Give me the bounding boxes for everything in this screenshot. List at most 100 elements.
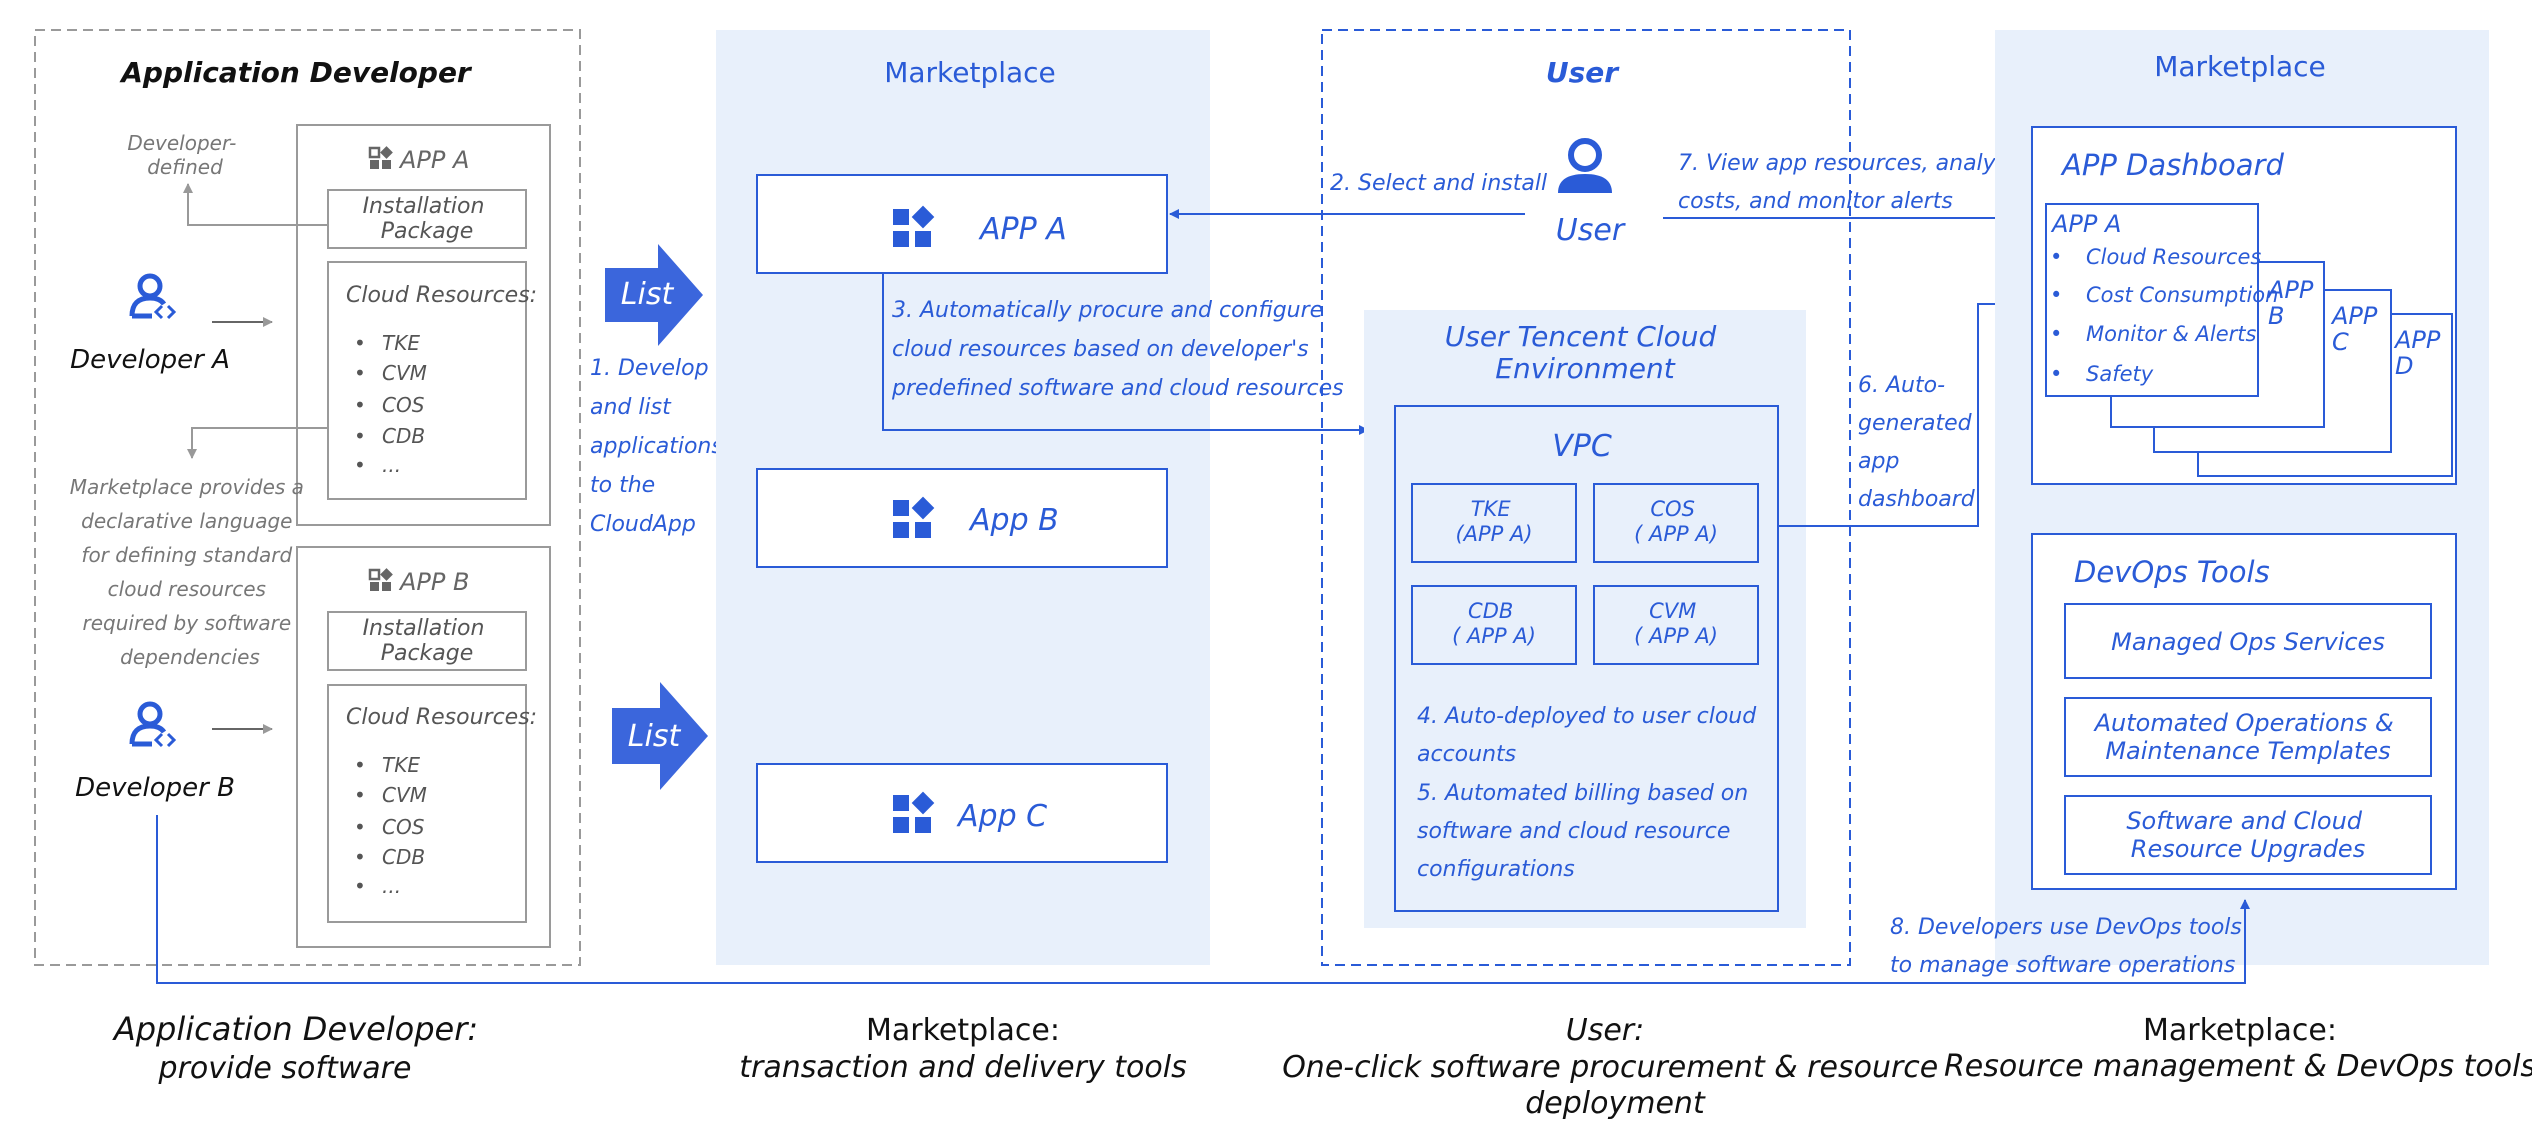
resource-bullet: • [354,845,366,869]
marketplace-title: Marketplace [884,56,1056,89]
vpc-box-cdb-label: CDB ( APP A) [1452,599,1536,648]
devops-automated-templates-label: Automated Operations & Maintenance Templ… [2093,709,2402,765]
bottom-captions: Application Developer: provide software … [112,1010,2532,1121]
step-8-connector [156,815,2250,984]
vpc-box-cvm-label: CVM ( APP A) [1634,599,1718,648]
user-icon [1558,138,1612,193]
package-a-resource-list: •TKE •CVM •COS •CDB •... [354,331,427,477]
package-b-cloud-box [327,684,527,923]
app-b-package-icon [368,566,395,593]
dashboard-item: Safety [2086,362,2154,386]
resource-note-connector [187,427,328,459]
step-8-note: 8. Developers use DevOps tools to manage… [1890,915,2249,978]
developer-column-title: Application Developer [119,56,473,89]
package-a-install-label: Installation Package [363,194,492,244]
app-a-dashboard-items: •Cloud Resources •Cost Consumption •Moni… [2050,245,2278,386]
app-a-dashboard-card-title: APP A [2050,210,2121,238]
dashboard-bullet: • [2050,245,2062,269]
package-b-title: APP B [398,568,469,596]
package-b-install-box [327,611,527,671]
resource-bullet: • [354,331,366,355]
resource-item: CDB [382,424,425,448]
app-a-label: APP A [978,212,1067,247]
devops-automated-templates[interactable] [2064,697,2432,777]
caption-marketplace-title: Marketplace: [866,1013,1060,1048]
app-a-card[interactable] [756,174,1168,274]
resource-bullet: • [354,453,366,477]
caption-right-title: Marketplace: [2143,1013,2337,1048]
package-b-install-label: Installation Package [363,616,492,666]
stack-card-c-label: APP C [2330,302,2385,356]
package-a-cloud-box [327,261,527,500]
vpc-frame [1394,405,1779,912]
resource-bullet: • [354,393,366,417]
devops-managed-ops-label: Managed Ops Services [2111,628,2385,656]
developer-a-label: Developer A [70,345,230,375]
stack-card-d-label: APP D [2393,326,2448,380]
step-4-note: 4. Auto-deployed to user cloud accounts [1417,704,1763,767]
app-a-dashboard-card [2045,203,2259,397]
resource-item: COS [382,815,425,839]
resource-bullet: • [354,874,366,898]
user-column-title: User [1546,56,1620,89]
list-arrow-1-label: List [621,277,675,312]
dashboard-item: Cost Consumption [2086,283,2278,307]
resource-bullet: • [354,753,366,777]
list-arrow-2 [612,682,708,790]
app-b-card[interactable] [756,468,1168,568]
user-cloud-env-panel [1364,310,1806,928]
developer-defined-label: Developer- defined [127,131,242,179]
dashboard-item: Monitor & Alerts [2086,322,2257,346]
marketplace-note: Marketplace provides a declarative langu… [70,475,311,669]
caption-user-sub: One-click software procurement & resourc… [1282,1050,1948,1121]
package-b-cloud-title: Cloud Resources: [346,705,537,730]
vpc-box-tke-label: TKE (APP A) [1455,497,1532,546]
caption-right-sub: Resource management & DevOps tools [1944,1049,2532,1084]
dashboard-bullet: • [2050,322,2062,346]
step-5-note: 5. Automated billing based on software a… [1417,781,1755,882]
step-3-connector [882,273,1369,435]
package-b-resource-list: •TKE •CVM •COS •CDB •... [354,753,427,898]
right-marketplace-title: Marketplace [2154,50,2326,83]
app-c-label: App C [956,799,1047,834]
vpc-box-cos-label: COS ( APP A) [1634,497,1718,546]
devops-upgrades[interactable] [2064,795,2432,875]
resource-item: ... [382,453,401,477]
right-marketplace-column: Marketplace APP Dashboard APP B APP C AP… [1995,30,2489,965]
package-a-frame [296,124,551,526]
dashboard-bullet: • [2050,362,2062,386]
step-1-note: 1. Develop and list applications to the … [590,356,730,537]
user-column-frame [1321,29,1851,966]
vpc-box-cos [1593,483,1759,563]
resource-item: CVM [382,361,427,385]
package-a-title: APP A [398,146,469,174]
package-b-frame [296,546,551,948]
user-label: User [1556,213,1626,248]
app-a-package-icon [368,144,395,171]
resource-item: TKE [382,753,420,777]
app-c-card[interactable] [756,763,1168,863]
marketplace-column: Marketplace APP A App B App C 3. Automat… [716,30,1369,965]
step-7-note: 7. View app resources, analyze costs, an… [1678,151,2028,214]
resource-bullet: • [354,361,366,385]
user-cloud-env-title: User Tencent Cloud Environment [1445,320,1725,385]
resource-item: CDB [382,845,425,869]
vpc-box-cvm [1593,585,1759,665]
stack-card-b-label: APP B [2266,276,2321,330]
caption-user-title: User: [1566,1013,1645,1048]
vpc-box-tke [1411,483,1577,563]
resource-bullet: • [354,424,366,448]
package-a-install-box [327,189,527,249]
resource-item: COS [382,393,425,417]
resource-bullet: • [354,783,366,807]
devops-tools-title: DevOps Tools [2074,555,2270,589]
caption-marketplace-sub: transaction and delivery tools [739,1050,1186,1085]
dashboard-bullet: • [2050,283,2062,307]
developer-a-icon [132,276,174,318]
developer-defined-connector [183,183,328,226]
step-6-note: 6. Auto- generated app dashboard [1858,373,1979,512]
devops-managed-ops[interactable] [2064,603,2432,679]
app-b-label: App B [968,503,1059,538]
developer-column-frame [34,29,581,966]
